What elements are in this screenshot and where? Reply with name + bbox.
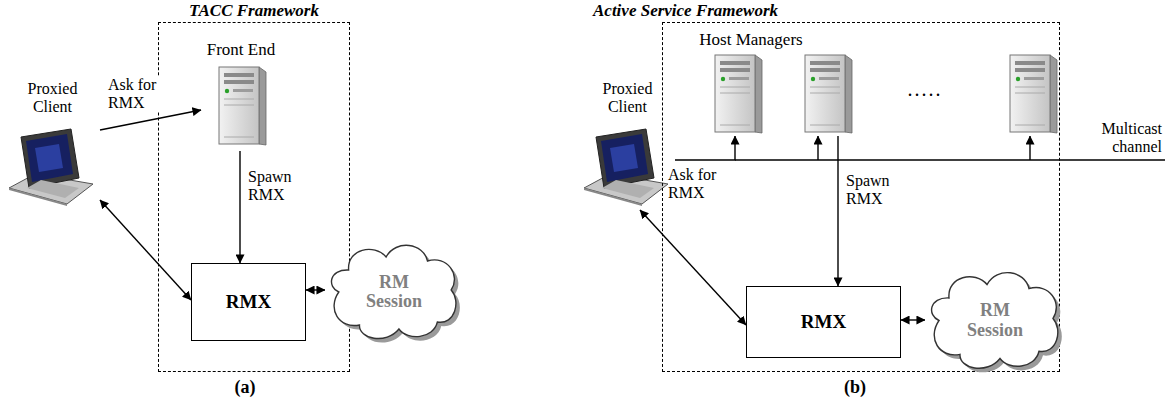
server-icon bbox=[711, 53, 763, 135]
device-label: Proxied Client bbox=[592, 80, 664, 115]
group-label: Host Managers bbox=[691, 31, 811, 50]
server-node: Front End bbox=[201, 41, 281, 151]
connector bbox=[640, 210, 746, 325]
ellipsis: ..... bbox=[900, 78, 950, 100]
server-icon bbox=[801, 53, 853, 135]
frame-title: TACC Framework bbox=[189, 1, 319, 21]
connector bbox=[675, 136, 735, 160]
client-device: Proxied Client bbox=[580, 80, 675, 210]
connector bbox=[100, 200, 191, 300]
connector bbox=[901, 319, 925, 320]
box-label: RMX bbox=[226, 291, 271, 313]
connector bbox=[837, 136, 838, 286]
multicast-line bbox=[735, 136, 1165, 160]
session-cloud: RM Session bbox=[325, 235, 463, 350]
process-box: RMX bbox=[746, 286, 901, 358]
connector bbox=[100, 110, 201, 130]
cloud-label: RM Session bbox=[358, 273, 430, 313]
client-device: Proxied Client bbox=[5, 80, 100, 210]
edge-label: Spawn RMX bbox=[846, 172, 902, 207]
edge-label: Ask for RMX bbox=[108, 76, 164, 111]
cloud-label: RM Session bbox=[959, 301, 1031, 341]
server-icon bbox=[215, 65, 267, 147]
connector bbox=[239, 151, 240, 263]
edge-label: Spawn RMX bbox=[248, 168, 304, 203]
channel-label: Multicast channel bbox=[1096, 120, 1162, 155]
panel-tag: (a) bbox=[220, 378, 270, 398]
laptop-icon bbox=[7, 128, 95, 206]
panel-tag: (b) bbox=[830, 378, 880, 398]
edge-label: Ask for RMX bbox=[668, 166, 724, 201]
server-label: Front End bbox=[201, 41, 281, 60]
device-label: Proxied Client bbox=[17, 80, 89, 115]
session-cloud: RM Session bbox=[925, 262, 1065, 380]
box-label: RMX bbox=[801, 311, 846, 333]
process-box: RMX bbox=[191, 263, 306, 341]
frame-title: Active Service Framework bbox=[593, 1, 778, 21]
server-icon bbox=[1006, 53, 1058, 135]
connector bbox=[306, 289, 325, 290]
laptop-icon bbox=[582, 128, 670, 206]
host-group: Host Managers bbox=[691, 31, 1061, 136]
